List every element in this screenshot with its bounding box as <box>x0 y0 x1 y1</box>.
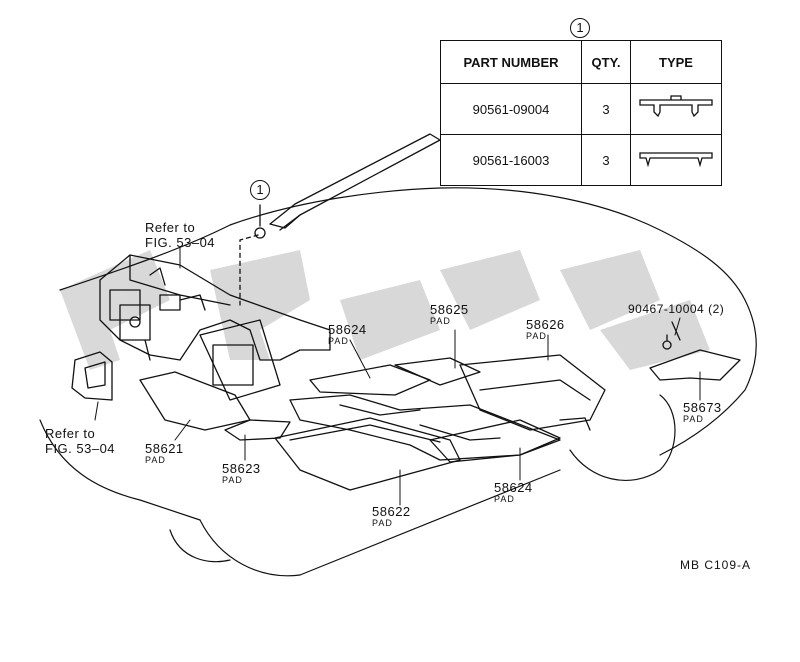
header-qty: QTY. <box>581 40 631 84</box>
clip-wide-icon <box>639 95 713 118</box>
header-part-number: PART NUMBER <box>440 40 582 84</box>
pad-58673 <box>649 349 741 381</box>
ref-fig-left: Refer to FIG. 53–04 <box>45 426 116 456</box>
diagram-code: MB C109-A <box>680 558 752 572</box>
cell-qty: 3 <box>581 83 631 135</box>
cell-type <box>630 134 722 186</box>
watermark-logo <box>60 250 710 370</box>
callout-mark-clip: 1 <box>250 180 270 200</box>
cell-type <box>630 83 722 135</box>
leader-lines <box>94 247 701 506</box>
header-type: TYPE <box>630 40 722 84</box>
dash-panel-insulator <box>99 254 331 401</box>
clip-nut-icon <box>254 227 266 239</box>
pad-58624-rear <box>429 419 561 463</box>
label-90467: 90467-10004 (2) <box>628 302 725 316</box>
pad-58622 <box>274 417 461 491</box>
pointer-arrow <box>269 133 441 229</box>
callout-mark-table: 1 <box>570 18 590 38</box>
clip-leader-dashed <box>239 234 259 306</box>
parts-table: PART NUMBER QTY. TYPE 90561-09004 3 9056… <box>440 40 722 186</box>
cell-part-number: 90561-09004 <box>440 83 582 135</box>
pad-58625 <box>394 357 481 386</box>
side-pad-left <box>71 351 113 401</box>
clip-flat-icon <box>639 152 713 168</box>
cell-qty: 3 <box>581 134 631 186</box>
pad-58626 <box>459 354 606 431</box>
table-row: 90561-09004 3 <box>440 83 722 135</box>
car-body-outline <box>39 187 757 577</box>
clip-90467-icon <box>662 340 672 350</box>
pad-58621 <box>139 371 251 431</box>
cell-part-number: 90561-16003 <box>440 134 582 186</box>
table-row: 90561-16003 3 <box>440 134 722 186</box>
pad-58623 <box>224 419 291 441</box>
pad-58624-front <box>309 364 431 396</box>
ref-fig-top: Refer to FIG. 53–04 <box>145 220 216 250</box>
